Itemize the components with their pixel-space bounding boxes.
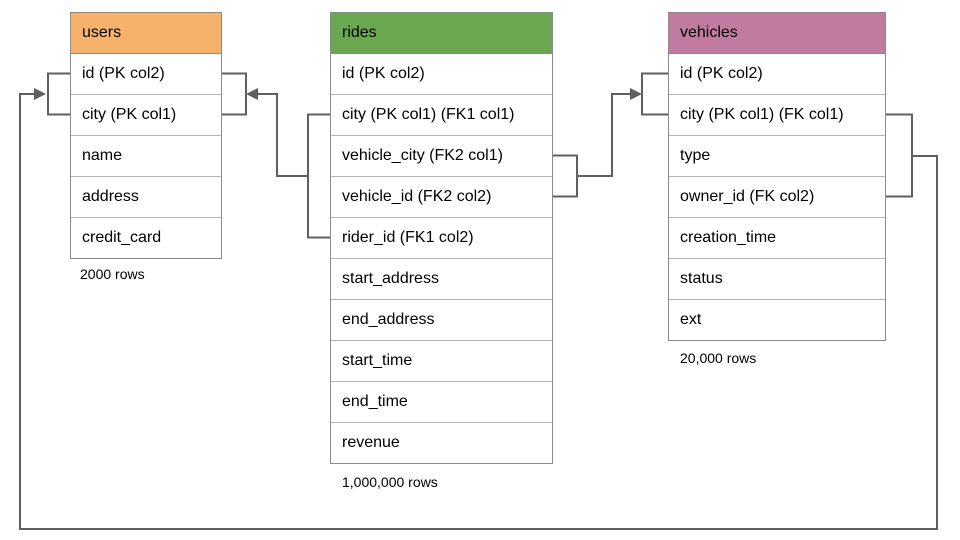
table-vehicles-header: vehicles — [669, 13, 885, 54]
users-right-key-bracket — [222, 72, 247, 116]
table-row: type — [669, 136, 885, 177]
users-row-count: 2000 rows — [80, 266, 145, 282]
vehicles-left-key-bracket — [641, 72, 668, 116]
rides-left-key-bracket — [307, 113, 330, 239]
table-row: creation_time — [669, 218, 885, 259]
table-rides-header: rides — [331, 13, 552, 54]
table-row: credit_card — [71, 218, 221, 258]
table-row: vehicle_id (FK2 col2) — [331, 177, 552, 218]
table-row: city (PK col1) (FK1 col1) — [331, 95, 552, 136]
rides-row-count: 1,000,000 rows — [342, 474, 438, 490]
table-row: vehicle_city (FK2 col1) — [331, 136, 552, 177]
rides-to-users-connector — [258, 93, 308, 177]
vehicles-right-key-bracket — [886, 113, 913, 198]
rides-right-key-bracket — [553, 154, 578, 198]
vehicles-row-count: 20,000 rows — [680, 350, 757, 366]
table-rides-columns: id (PK col2)city (PK col1) (FK1 col1)veh… — [331, 54, 552, 463]
table-row: end_time — [331, 382, 552, 423]
table-row: id (PK col2) — [71, 54, 221, 95]
table-row: name — [71, 136, 221, 177]
users-left-key-bracket — [47, 72, 70, 116]
table-row: status — [669, 259, 885, 300]
table-row: rider_id (FK1 col2) — [331, 218, 552, 259]
table-rides: rides id (PK col2)city (PK col1) (FK1 co… — [330, 12, 553, 464]
table-row: end_address — [331, 300, 552, 341]
table-row: start_address — [331, 259, 552, 300]
table-vehicles-columns: id (PK col2)city (PK col1) (FK col1)type… — [669, 54, 885, 340]
table-row: revenue — [331, 423, 552, 463]
table-row: id (PK col2) — [669, 54, 885, 95]
table-row: start_time — [331, 341, 552, 382]
rides-to-vehicles-arrowhead-icon — [630, 88, 642, 100]
rides-to-vehicles-connector — [577, 93, 630, 177]
rides-to-users-arrowhead-icon — [246, 88, 258, 100]
table-row: ext — [669, 300, 885, 340]
table-row: city (PK col1) (FK col1) — [669, 95, 885, 136]
vehicles-to-users-arrowhead-icon — [34, 88, 46, 100]
table-row: owner_id (FK col2) — [669, 177, 885, 218]
table-row: address — [71, 177, 221, 218]
table-row: city (PK col1) — [71, 95, 221, 136]
table-row: id (PK col2) — [331, 54, 552, 95]
table-users-header: users — [71, 13, 221, 54]
table-vehicles: vehicles id (PK col2)city (PK col1) (FK … — [668, 12, 886, 341]
